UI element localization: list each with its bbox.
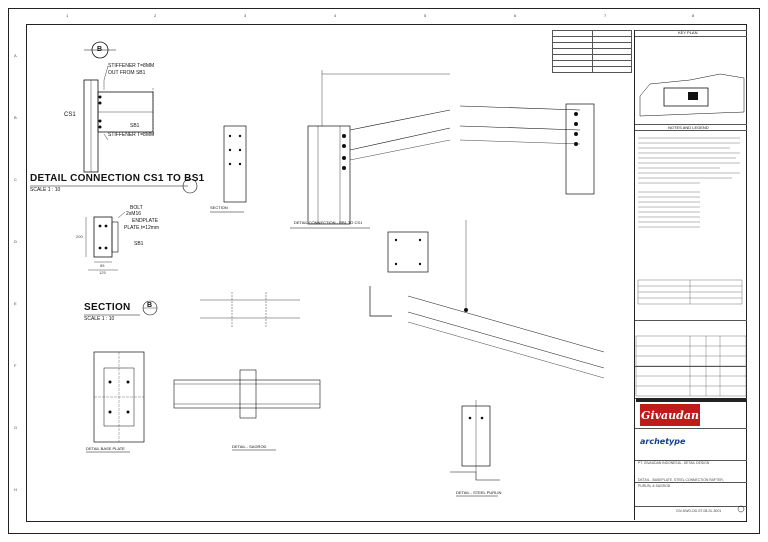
row-letter: A bbox=[14, 53, 17, 58]
rb1-detail-title: DETAIL CONNECTION - RB1 TO CS1 bbox=[294, 220, 363, 225]
purlin-title: DETAIL - STEEL PURLIN bbox=[456, 490, 502, 495]
note-plate-thk: PLATE t=12mm bbox=[124, 225, 160, 231]
label-cs1: CS1 bbox=[64, 112, 76, 118]
revision-table bbox=[552, 30, 632, 73]
col-number: 5 bbox=[424, 13, 427, 18]
section-scale: SCALE 1 : 10 bbox=[84, 316, 115, 322]
dim-width-2: 125 bbox=[99, 270, 106, 275]
dim-width-1: 65 bbox=[100, 263, 105, 268]
col-number: 1 bbox=[66, 13, 69, 18]
section-marker-b: B bbox=[147, 302, 153, 309]
drawing-title-line1: DETAIL - BASEPLATE, STEEL CONNECTION RAF… bbox=[638, 478, 724, 482]
col-number: 2 bbox=[154, 13, 157, 18]
row-letter: F bbox=[14, 363, 17, 368]
section-title: SECTION bbox=[84, 302, 131, 313]
key-plan-title: KEY PLAN bbox=[678, 30, 698, 35]
col-number: 3 bbox=[244, 13, 247, 18]
note-bolt-spec: 2xM16 bbox=[126, 211, 142, 217]
note-stiffener-bottom: STIFFENER T=8MM bbox=[108, 132, 155, 138]
col-number: 6 bbox=[514, 13, 517, 18]
base-plate-title: DETAIL BASE PLATE bbox=[86, 446, 125, 451]
row-letter: G bbox=[14, 425, 18, 430]
label-sb1-a: SB1 bbox=[130, 123, 140, 129]
consultant-logo: archetype bbox=[640, 437, 686, 446]
dim-height: 200 bbox=[76, 234, 83, 239]
section-marker-top: B bbox=[97, 46, 103, 53]
detail-connection-title: DETAIL CONNECTION CS1 TO BS1 bbox=[30, 173, 205, 184]
note-bolt: BOLT bbox=[130, 205, 143, 211]
detail-connection-scale: SCALE 1 : 10 bbox=[30, 187, 61, 193]
notes-title: NOTES AND LEGEND bbox=[668, 125, 709, 130]
row-letter: H bbox=[14, 487, 17, 492]
sheet-border bbox=[8, 8, 760, 534]
section-small-title: SECTION bbox=[210, 205, 228, 210]
client-logo: Givaudan bbox=[640, 404, 700, 426]
col-number: 8 bbox=[692, 13, 695, 18]
col-number: 4 bbox=[334, 13, 337, 18]
note-out-from: OUT FROM SB1 bbox=[108, 70, 146, 76]
drawing-title-line2: PURLIN, & SAGROD bbox=[638, 484, 671, 488]
sagrod-title: DETAIL - SAGROD bbox=[232, 444, 267, 449]
drawing-number: GIV-DWG-DD-ST-08-SL-5001 bbox=[676, 509, 722, 513]
row-letter: D bbox=[14, 239, 17, 244]
drawing-border bbox=[26, 24, 747, 522]
col-number: 7 bbox=[604, 13, 607, 18]
row-letter: E bbox=[14, 301, 17, 306]
note-stiffener-top: STIFFENER T=8MM bbox=[108, 63, 155, 69]
row-letter: C bbox=[14, 177, 17, 182]
row-letter: B bbox=[14, 115, 17, 120]
label-sb1-b: SB1 bbox=[134, 241, 144, 247]
note-endplate: ENDPLATE bbox=[132, 218, 159, 224]
project-name: PT. GIVAUDAN INDONESIA - DETAIL DESIGN bbox=[638, 461, 710, 465]
